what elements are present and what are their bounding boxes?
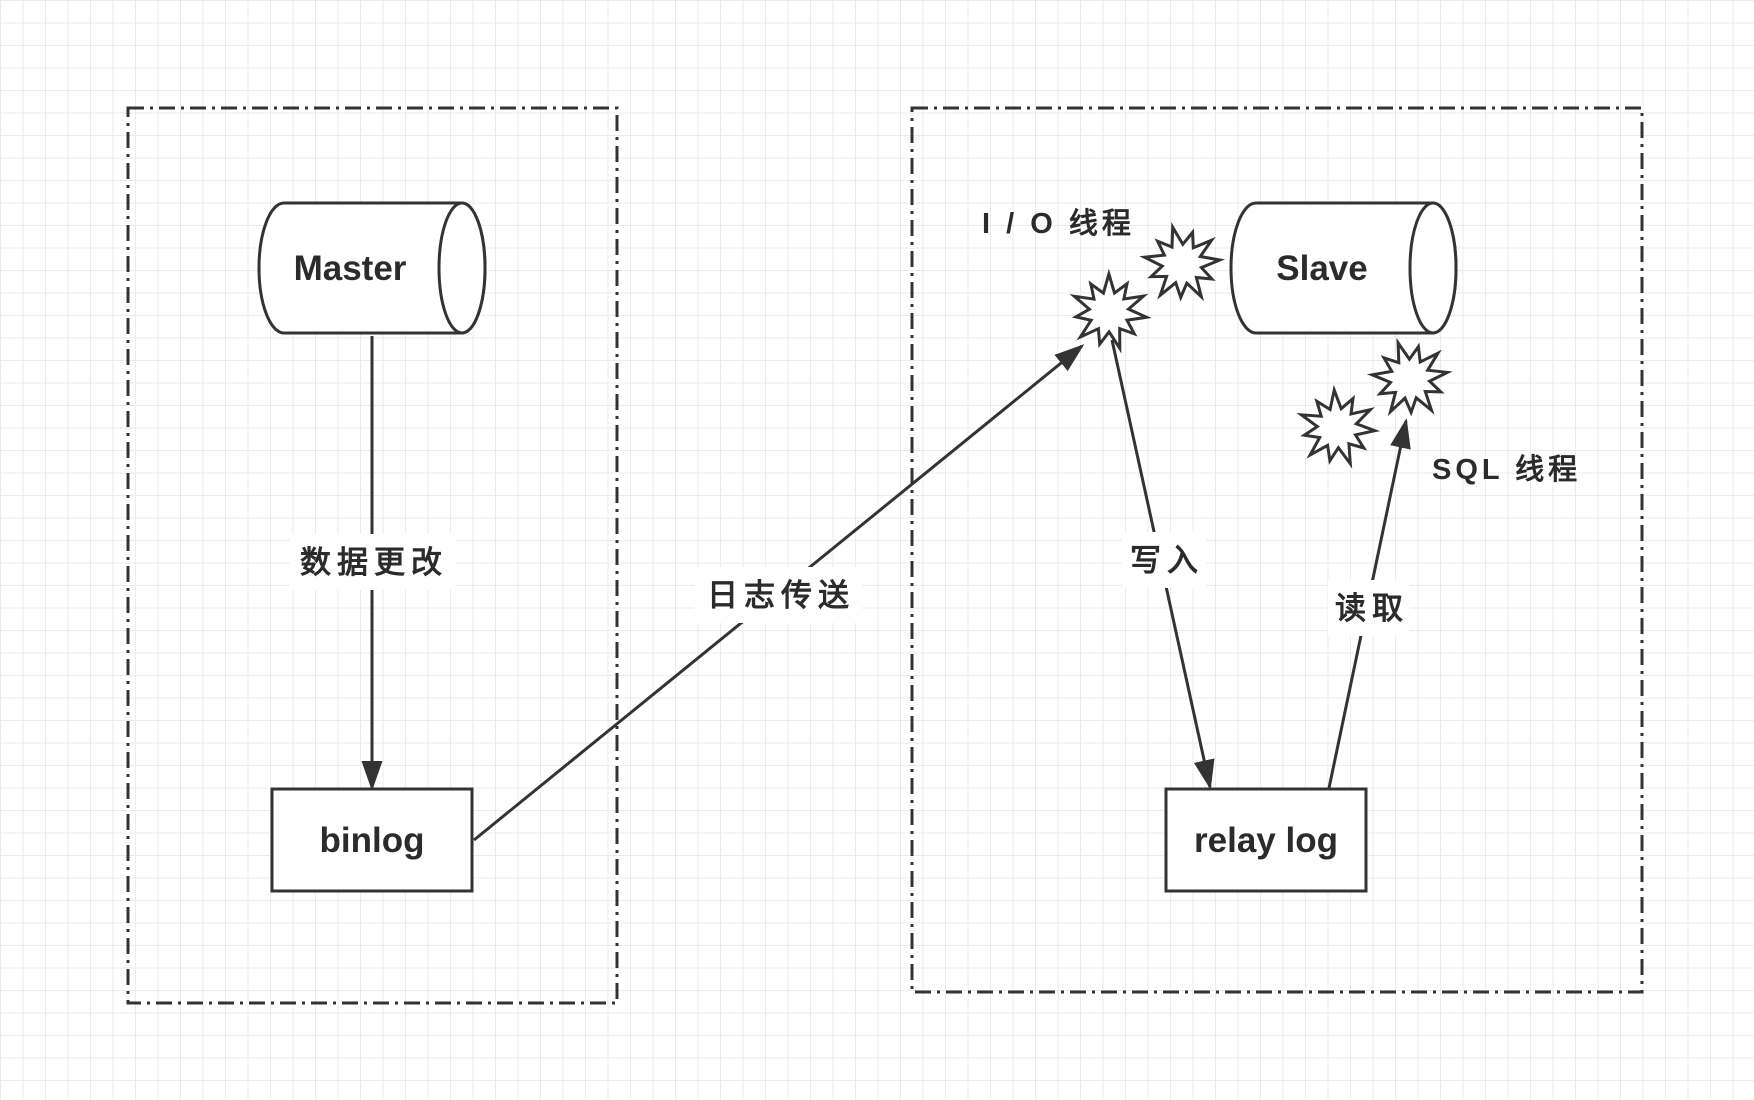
io-thread-burst-icon-1 xyxy=(1069,268,1152,354)
master-database: Master xyxy=(257,201,487,335)
slave-database: Slave xyxy=(1229,201,1458,335)
master-group-frame xyxy=(126,106,619,1005)
read-label: 读取 xyxy=(1335,591,1409,626)
relay-log-box: relay log xyxy=(1164,787,1368,893)
log-transfer-label-bg xyxy=(694,567,862,623)
slave-group-frame xyxy=(910,106,1644,994)
slave-label: Slave xyxy=(1276,249,1367,288)
binlog-label: binlog xyxy=(320,821,425,860)
io-thread-burst-icon-2 xyxy=(1139,222,1226,302)
master-label: Master xyxy=(294,249,407,288)
io-thread-label: I / O 线程 xyxy=(982,207,1135,240)
binlog-box: binlog xyxy=(270,787,474,893)
sql-thread-burst-icon-2 xyxy=(1366,337,1453,417)
sql-thread-burst-icon-1 xyxy=(1296,384,1381,469)
thread-bursts xyxy=(1069,222,1453,469)
data-change-label-bg xyxy=(290,534,456,590)
sql-thread-label: SQL 线程 xyxy=(1432,453,1581,486)
relay-log-label: relay log xyxy=(1194,821,1338,860)
log-transfer-label: 日志传送 xyxy=(707,578,855,613)
read-label-bg xyxy=(1328,580,1410,636)
write-label-bg xyxy=(1122,532,1206,588)
write-label: 写入 xyxy=(1130,543,1204,578)
data-change-label: 数据更改 xyxy=(300,545,448,580)
